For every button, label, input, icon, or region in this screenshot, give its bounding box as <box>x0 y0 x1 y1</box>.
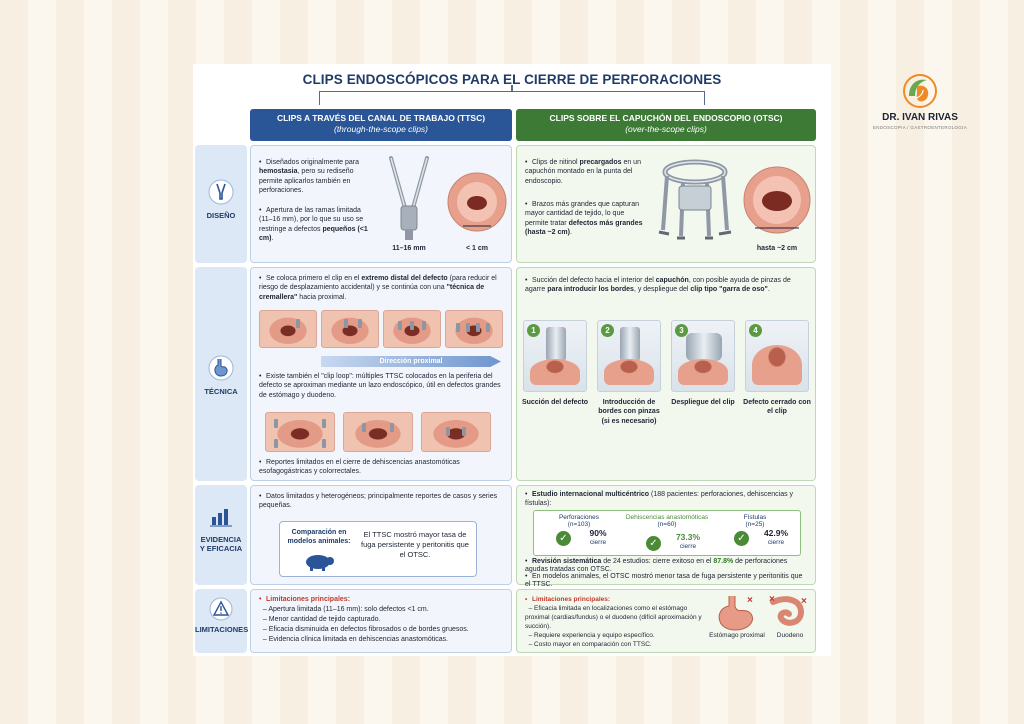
stomach-image: × <box>718 595 753 631</box>
logo-mark-icon <box>903 74 937 108</box>
clip-loop-image-2 <box>343 412 413 452</box>
tecnica-ttsc-b3: •Reportes limitados en el cierre de dehi… <box>259 459 460 476</box>
ttsc-caption-defect: < 1 cm <box>466 245 488 252</box>
tecnica-otsc-b1: •Succión del defecto hacia el interior d… <box>525 277 791 294</box>
ttsc-caption-size: 11–16 mm <box>392 245 426 252</box>
row-label-evidencia-2: Y EFICACIA <box>199 544 243 553</box>
step-number: 4 <box>749 324 762 337</box>
cell-evidencia-ttsc: •Datos limitados y heterogéneos; princip… <box>250 485 512 585</box>
otsc-step-3: 3 <box>671 320 735 392</box>
otsc-subtitle: (over-the-scope clips) <box>625 123 707 134</box>
check-icon: ✓ <box>734 531 749 546</box>
ttsc-defect-image <box>447 172 507 232</box>
zipper-step-1 <box>259 310 317 348</box>
row-label-limitaciones: LIMITACIONES <box>195 589 249 653</box>
svg-text:×: × <box>769 594 775 605</box>
otsc-defect-image <box>743 166 811 234</box>
diseno-ttsc-b1: •Diseñados originalmente para hemostasia… <box>259 159 359 195</box>
check-icon: ✓ <box>556 531 571 546</box>
results-box: Perforaciones (n=103) ✓ 90% cierre Dehis… <box>533 510 801 556</box>
row-label-limitaciones-text: LIMITACIONES <box>195 625 249 634</box>
bar-chart-icon <box>210 509 232 527</box>
step-number: 2 <box>601 324 614 337</box>
animal-comparison-box: Comparación en modelos animales: El TTSC… <box>279 521 477 577</box>
cell-limitaciones-otsc: •Limitaciones principales: – Eficacia li… <box>516 589 816 653</box>
stomach-label: Estómago proximal <box>709 632 765 639</box>
warning-icon <box>209 597 233 621</box>
row-label-diseno-text: DISEÑO <box>206 211 236 220</box>
svg-text:×: × <box>747 595 753 606</box>
column-header-ttsc: CLIPS A TRAVÉS DEL CANAL DE TRABAJO (TTS… <box>250 109 512 141</box>
zipper-step-2 <box>321 310 379 348</box>
otsc-step-1: 1 <box>523 320 587 392</box>
evidencia-ttsc-b1: •Datos limitados y heterogéneos; princip… <box>259 493 498 510</box>
row-label-evidencia: EVIDENCIA Y EFICACIA <box>195 485 247 585</box>
row-label-evidencia-1: EVIDENCIA <box>200 535 242 544</box>
row-label-tecnica: TÉCNICA <box>195 267 247 481</box>
evidencia-otsc-b2: •Revisión sistemática de 24 estudios: ci… <box>525 558 788 574</box>
otsc-title: CLIPS SOBRE EL CAPUCHÓN DEL ENDOSCOPIO (… <box>549 113 783 123</box>
limitaciones-ttsc-list: •Limitaciones principales: – Apertura li… <box>259 596 469 643</box>
tecnica-ttsc-b2: •Existe también el "clip loop": múltiple… <box>259 373 501 399</box>
cell-tecnica-otsc: •Succión del defecto hacia el interior d… <box>516 267 816 481</box>
logo-name: DR. IVAN RIVAS <box>882 112 958 123</box>
diseno-ttsc-b2: •Apertura de las ramas limitada (11–16 m… <box>259 207 368 243</box>
row-label-tecnica-text: TÉCNICA <box>204 387 238 396</box>
cell-evidencia-otsc: •Estudio internacional multicéntrico (18… <box>516 485 816 588</box>
tecnica-ttsc-b1: •Se coloca primero el clip en el extremo… <box>259 275 497 301</box>
zipper-step-3 <box>383 310 441 348</box>
evidencia-otsc-b3: •En modelos animales, el OTSC mostró men… <box>525 573 803 588</box>
svg-text:×: × <box>801 596 807 607</box>
otsc-step-3-label: Despliegue del clip <box>671 399 735 406</box>
check-icon: ✓ <box>646 536 661 551</box>
clip-icon <box>208 179 234 205</box>
title-bracket <box>319 91 705 105</box>
result-fistulas: Fístulas (n=25) <box>743 514 767 529</box>
pig-icon <box>306 555 334 571</box>
result-dehiscencias-value: 73.3% cierre <box>675 532 701 550</box>
direction-arrow: Dirección proximal <box>321 356 501 367</box>
result-perforaciones-value: 90% cierre <box>589 528 607 546</box>
cell-diseno-ttsc: •Diseñados originalmente para hemostasia… <box>250 145 512 263</box>
duodenum-label: Duodeno <box>776 632 804 639</box>
result-fistulas-value: 42.9% cierre <box>763 528 789 546</box>
brand-logo: DR. IVAN RIVAS ENDOSCOPIA / GASTROENTERO… <box>870 74 970 134</box>
otsc-caption-defect: hasta ~2 cm <box>756 245 798 252</box>
compare-text: El TTSC mostró mayor tasa de fuga persis… <box>361 530 469 560</box>
infographic: CLIPS ENDOSCÓPICOS PARA EL CIERRE DE PER… <box>193 64 831 656</box>
ttsc-title: CLIPS A TRAVÉS DEL CANAL DE TRABAJO (TTS… <box>276 113 486 123</box>
ttsc-clip-image <box>389 156 429 240</box>
cell-tecnica-ttsc: •Se coloca primero el clip en el extremo… <box>250 267 512 481</box>
duodenum-image: × × <box>769 594 807 626</box>
compare-title: Comparación en modelos animales: <box>287 529 351 546</box>
limitaciones-otsc-list: •Limitaciones principales: – Eficacia li… <box>525 596 702 649</box>
page-title: CLIPS ENDOSCÓPICOS PARA EL CIERRE DE PER… <box>302 72 722 87</box>
otsc-step-1-label: Succión del defecto <box>521 399 589 406</box>
step-number: 1 <box>527 324 540 337</box>
clip-loop-image-3 <box>421 412 491 452</box>
otsc-step-2: 2 <box>597 320 661 392</box>
otsc-clip-image <box>658 159 732 240</box>
result-dehiscencias: Dehiscencias anastomóticas (n=60) <box>625 514 709 529</box>
evidencia-otsc-b1: •Estudio internacional multicéntrico (18… <box>525 491 794 508</box>
column-header-otsc: CLIPS SOBRE EL CAPUCHÓN DEL ENDOSCOPIO (… <box>516 109 816 141</box>
diseno-otsc-b2: •Brazos más grandes que capturan mayor c… <box>525 201 643 237</box>
logo-subtitle: ENDOSCOPIA / GASTROENTEROLOGIA <box>872 125 968 130</box>
otsc-step-4-label: Defecto cerrado con el clip <box>743 399 811 416</box>
otsc-step-4: 4 <box>745 320 809 392</box>
diseno-otsc-b1: •Clips de nitinol precargados en un capu… <box>525 159 641 185</box>
zipper-step-4 <box>445 310 503 348</box>
otsc-step-2-label: Introducción de bordes con pinzas (si es… <box>598 399 660 425</box>
bracket-stem <box>511 85 513 92</box>
stomach-icon <box>208 355 234 381</box>
clip-loop-image-1 <box>265 412 335 452</box>
step-number: 3 <box>675 324 688 337</box>
cell-diseno-otsc: •Clips de nitinol precargados en un capu… <box>516 145 816 263</box>
result-perforaciones: Perforaciones (n=103) <box>558 514 600 529</box>
cell-limitaciones-ttsc: •Limitaciones principales: – Apertura li… <box>250 589 512 653</box>
row-label-diseno: DISEÑO <box>195 145 247 263</box>
ttsc-subtitle: (through-the-scope clips) <box>333 123 428 134</box>
